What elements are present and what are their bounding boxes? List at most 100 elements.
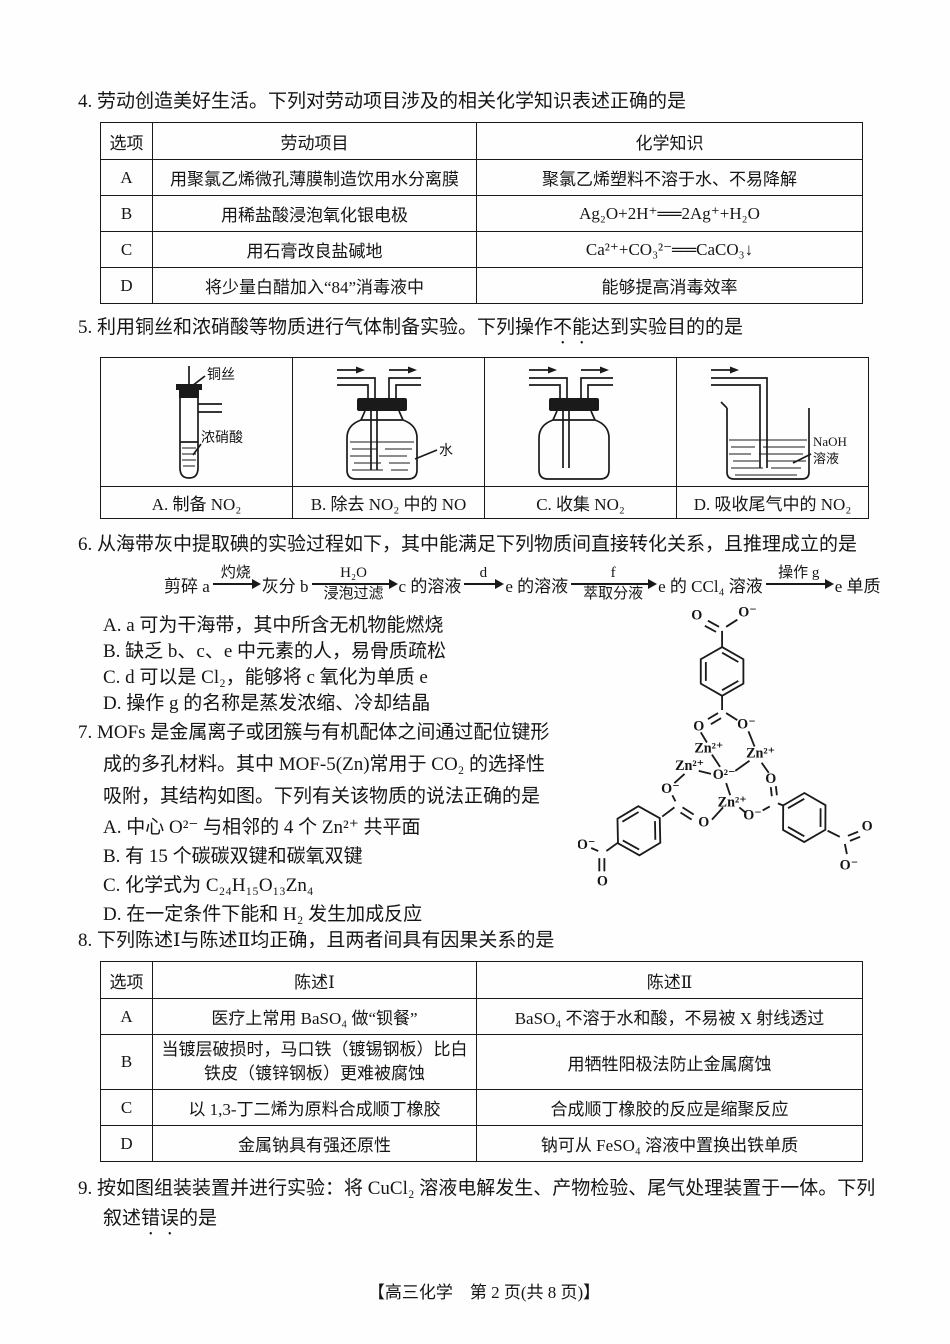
mof-o-minus-left-arm: O⁻	[661, 781, 680, 797]
q8-header-statement2: 陈述Ⅱ	[476, 961, 863, 999]
q5-caption-row: A. 制备 NO₂ B. 除去 NO₂ 中的 NO C. 收集 NO₂ D. 吸…	[100, 486, 869, 519]
copper-wire-label: 铜丝	[207, 367, 235, 383]
mof-zn-upper-right: Zn²⁺	[746, 746, 775, 762]
apparatus-c-cell	[484, 357, 677, 487]
q6-option-d: D. 操作 g 的名称是蒸发浓缩、冷却结晶	[103, 693, 431, 714]
q9-line2-emphasis: 错误	[141, 1208, 180, 1229]
mof-o-outer-left: O	[597, 874, 608, 890]
q4-c-option: C	[100, 231, 153, 268]
q9-text-line2: 叙述错误的是	[78, 1204, 890, 1240]
q4-table: 选项 劳动项目 化学知识 A 用聚氯乙烯微孔薄膜制造饮用水分离膜 聚氯乙烯塑料不…	[100, 122, 863, 304]
mof5-structure-figure: O O⁻ O O⁻ Zn²⁺ Zn²⁺ Zn²⁺ O²⁻ Zn²⁺ O⁻ O O…	[578, 592, 923, 897]
apparatus-b-cell: 水	[292, 357, 485, 487]
q7-option-b: B. 有 15 个碳碳双键和碳氧双键	[103, 846, 363, 867]
q5-title-post: 达到实验目的的是	[591, 317, 744, 338]
table-row: D 将少量白醋加入“84”消毒液中 能够提高消毒效率	[100, 267, 863, 304]
q4-a-option: A	[100, 159, 153, 196]
apparatus-a-test-tube-figure: 铜丝 浓硝酸	[176, 366, 243, 479]
table-row: B 当镀层破损时，马口铁（镀锡钢板）比白铁皮（镀锌钢板）更难被腐蚀 用牺牲阳极法…	[100, 1034, 863, 1090]
flow-arrow: 灼烧	[212, 565, 261, 603]
apparatus-c-caption: C. 收集 NO₂	[484, 486, 677, 519]
q4-b-project: 用稀盐酸浸泡氧化银电极	[152, 195, 477, 232]
q7-text-line3: 吸附，其结构如图。下列有关该物质的说法正确的是	[103, 786, 541, 807]
table-row: C 以 1,3-丁二烯为原料合成顺丁橡胶 合成顺丁橡胶的反应是缩聚反应	[100, 1089, 863, 1126]
mof-o-left-arm: O	[698, 815, 709, 831]
q8-a-statement2: BaSO₄ 不溶于水和酸，不易被 X 射线透过	[476, 998, 863, 1035]
q8-d-statement2: 钠可从 FeSO₄ 溶液中置换出铁单质	[476, 1125, 863, 1162]
q7-text-line2: 成的多孔材料。其中 MOF-5(Zn)常用于 CO₂ 的选择性	[103, 754, 546, 775]
q4-d-project: 将少量白醋加入“84”消毒液中	[152, 267, 477, 304]
apparatus-d-caption: D. 吸收尾气中的 NO₂	[676, 486, 869, 519]
table-row: C 用石膏改良盐碱地 Ca²⁺+CO₃²⁻══CaCO₃↓	[100, 231, 863, 268]
flow-node: c 的溶液	[398, 576, 462, 596]
q4-a-knowledge: 聚氯乙烯塑料不溶于水、不易降解	[476, 159, 863, 196]
q8-c-statement1: 以 1,3-丁二烯为原料合成顺丁橡胶	[152, 1089, 477, 1126]
q4-c-knowledge: Ca²⁺+CO₃²⁻══CaCO₃↓	[476, 231, 863, 268]
q8-d-option: D	[100, 1125, 153, 1162]
mof-zn-upper-left: Zn²⁺	[694, 741, 723, 757]
q4-title: 4. 劳动创造美好生活。下列对劳动项目涉及的相关化学知识表述正确的是	[78, 91, 687, 112]
mof-o-minus-inner-right: O⁻	[737, 716, 756, 732]
q8-header-option: 选项	[100, 961, 153, 999]
q4-header-row: 选项 劳动项目 化学知识	[100, 122, 863, 160]
q4-header-knowledge: 化学知识	[476, 122, 863, 160]
mof5-structure-svg: O O⁻ O O⁻ Zn²⁺ Zn²⁺ Zn²⁺ O²⁻ Zn²⁺ O⁻ O O…	[578, 605, 873, 890]
mof-atom-labels: O O⁻ O O⁻ Zn²⁺ Zn²⁺ Zn²⁺ O²⁻ Zn²⁺ O⁻ O O…	[578, 605, 873, 890]
apparatus-a-caption: A. 制备 NO₂	[100, 486, 293, 519]
question-8: 8. 下列陈述Ⅰ与陈述Ⅱ均正确，且两者间具有因果关系的是 选项 陈述Ⅰ 陈述Ⅱ …	[78, 929, 890, 1162]
q8-title: 8. 下列陈述Ⅰ与陈述Ⅱ均正确，且两者间具有因果关系的是	[78, 930, 555, 951]
mof-zn-bottom: Zn²⁺	[718, 794, 747, 810]
q5-figure-row: 铜丝 浓硝酸	[100, 357, 869, 487]
mof-bonds	[590, 618, 861, 872]
q4-c-project: 用石膏改良盐碱地	[152, 231, 477, 268]
q5-apparatus-table: 铜丝 浓硝酸	[100, 357, 869, 519]
page-footer: 【高三化学 第 2 页(共 8 页)】	[367, 1283, 601, 1302]
question-4: 4. 劳动创造美好生活。下列对劳动项目涉及的相关化学知识表述正确的是 选项 劳动…	[78, 90, 890, 304]
mof-o-minus-right-arm: O⁻	[743, 808, 762, 824]
q4-header-project: 劳动项目	[152, 122, 477, 160]
mof-o-inner-left: O	[693, 718, 704, 734]
table-row: D 金属钠具有强还原性 钠可从 FeSO₄ 溶液中置换出铁单质	[100, 1125, 863, 1162]
q4-d-option: D	[100, 267, 153, 304]
q8-header-statement1: 陈述Ⅰ	[152, 961, 477, 999]
q5-title-emphasis: 不能	[553, 317, 592, 338]
mof-zn-left: Zn²⁺	[675, 758, 704, 774]
apparatus-a-cell: 铜丝 浓硝酸	[100, 357, 293, 487]
flow-node: e 单质	[834, 576, 881, 596]
q5-title: 5. 利用铜丝和浓硝酸等物质进行气体制备实验。下列操作不能达到实验目的的是	[78, 316, 890, 349]
q8-a-option: A	[100, 998, 153, 1035]
table-row: A 医疗上常用 BaSO₄ 做“钡餐” BaSO₄ 不溶于水和酸，不易被 X 射…	[100, 998, 863, 1035]
q8-table: 选项 陈述Ⅰ 陈述Ⅱ A 医疗上常用 BaSO₄ 做“钡餐” BaSO₄ 不溶于…	[100, 961, 863, 1162]
apparatus-d-beaker-figure: NaOH 溶液	[711, 366, 847, 480]
q7-option-d: D. 在一定条件下能和 H₂ 发生加成反应	[103, 904, 423, 925]
q8-c-option: C	[100, 1089, 153, 1126]
mof-o-minus-outer-right: O⁻	[840, 857, 859, 873]
q4-header-option: 选项	[100, 122, 153, 160]
q8-b-statement1: 当镀层破损时，马口铁（镀锡钢板）比白铁皮（镀锌钢板）更难被腐蚀	[152, 1034, 477, 1090]
table-row: B 用稀盐酸浸泡氧化银电极 Ag₂O+2H⁺══2Ag⁺+H₂O	[100, 195, 863, 232]
q8-a-statement1: 医疗上常用 BaSO₄ 做“钡餐”	[152, 998, 477, 1035]
water-label: 水	[439, 443, 453, 459]
q9-text-line1: 9. 按如图组装装置并进行实验：将 CuCl₂ 溶液电解发生、产物检验、尾气处理…	[78, 1178, 876, 1199]
q8-b-option: B	[100, 1034, 153, 1090]
question-6: 6. 从海带灰中提取碘的实验过程如下，其中能满足下列物质间直接转化关系，且推理成…	[78, 533, 890, 717]
q6-title: 6. 从海带灰中提取碘的实验过程如下，其中能满足下列物质间直接转化关系，且推理成…	[78, 534, 858, 555]
q9-line2-pre: 叙述	[103, 1208, 142, 1229]
solution-label: 溶液	[813, 451, 839, 466]
question-7: 7. MOFs 是金属离子或团簇与有机配体之间通过配位键形 成的多孔材料。其中 …	[78, 717, 890, 929]
flow-arrow: d	[464, 565, 505, 603]
flow-node: e 的溶液	[505, 576, 569, 596]
q6-option-c: C. d 可以是 Cl₂，能够将 c 氧化为单质 e	[103, 667, 428, 688]
flow-node: e 的 CCl₄ 溶液	[658, 576, 763, 596]
q8-header-row: 选项 陈述Ⅰ 陈述Ⅱ	[100, 961, 863, 999]
apparatus-d-cell: NaOH 溶液	[676, 357, 869, 487]
q7-option-a: A. 中心 O²⁻ 与相邻的 4 个 Zn²⁺ 共平面	[103, 817, 421, 838]
q8-d-statement1: 金属钠具有强还原性	[152, 1125, 477, 1162]
q4-a-project: 用聚氯乙烯微孔薄膜制造饮用水分离膜	[152, 159, 477, 196]
question-5: 5. 利用铜丝和浓硝酸等物质进行气体制备实验。下列操作不能达到实验目的的是	[78, 316, 890, 519]
flow-node: 灰分 b	[261, 576, 309, 596]
q4-b-knowledge: Ag₂O+2H⁺══2Ag⁺+H₂O	[476, 195, 863, 232]
